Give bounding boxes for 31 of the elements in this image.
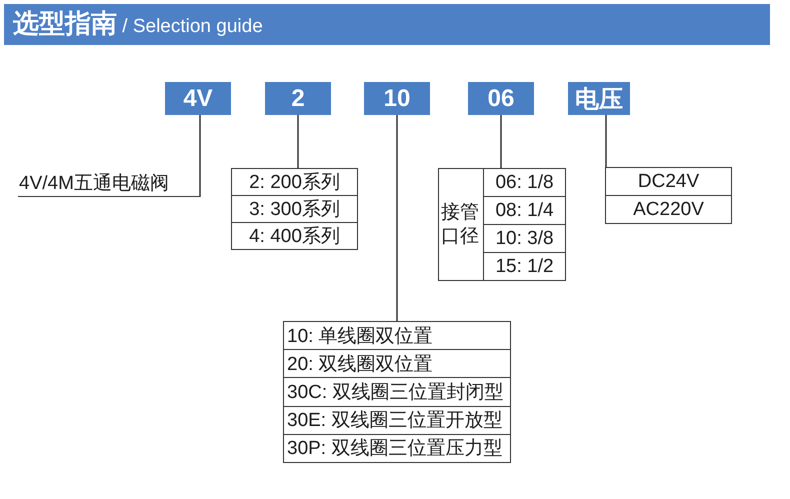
table-cell: 08: 1/4 bbox=[484, 196, 565, 224]
code-header-box: 4V bbox=[165, 82, 231, 115]
table-cell-text: 10: 单线圈双位置 bbox=[286, 324, 434, 349]
row-header-cell: 接管口径 bbox=[439, 169, 484, 280]
table-cell: 3: 300系列 bbox=[232, 195, 357, 222]
product-label: 4V/4M五通电磁阀 bbox=[18, 172, 200, 197]
code-header-box: 2 bbox=[265, 82, 331, 115]
table-cell: 30E: 双线圈三位置开放型 bbox=[284, 406, 510, 434]
option-table bbox=[438, 168, 566, 281]
code-header-box: 电压 bbox=[568, 82, 630, 115]
code-header-box: 06 bbox=[468, 82, 534, 115]
table-cell-text: 2: 200系列 bbox=[248, 171, 341, 195]
connector-line bbox=[396, 115, 398, 321]
title-text: 选型指南 / Selection guide bbox=[13, 8, 263, 40]
connector-line bbox=[199, 115, 201, 197]
table-cell: 30C: 双线圈三位置封闭型 bbox=[284, 377, 510, 406]
table-cell: AC220V bbox=[606, 195, 731, 223]
connector-line bbox=[605, 115, 607, 167]
connector-line bbox=[297, 115, 299, 168]
table-cell: 30P: 双线圈三位置压力型 bbox=[284, 434, 510, 462]
table-cell-text: 06: 1/8 bbox=[494, 170, 555, 194]
connector-line bbox=[500, 115, 502, 168]
table-cell: 20: 双线圈双位置 bbox=[284, 349, 510, 378]
code-header-box: 10 bbox=[364, 82, 430, 115]
table-cell: 15: 1/2 bbox=[484, 252, 565, 280]
table-cell-text: DC24V bbox=[636, 170, 700, 194]
option-table bbox=[283, 321, 511, 463]
table-cell: 4: 400系列 bbox=[232, 222, 357, 249]
option-table bbox=[605, 167, 732, 224]
table-cell: 10: 3/8 bbox=[484, 224, 565, 252]
option-table bbox=[231, 168, 358, 250]
